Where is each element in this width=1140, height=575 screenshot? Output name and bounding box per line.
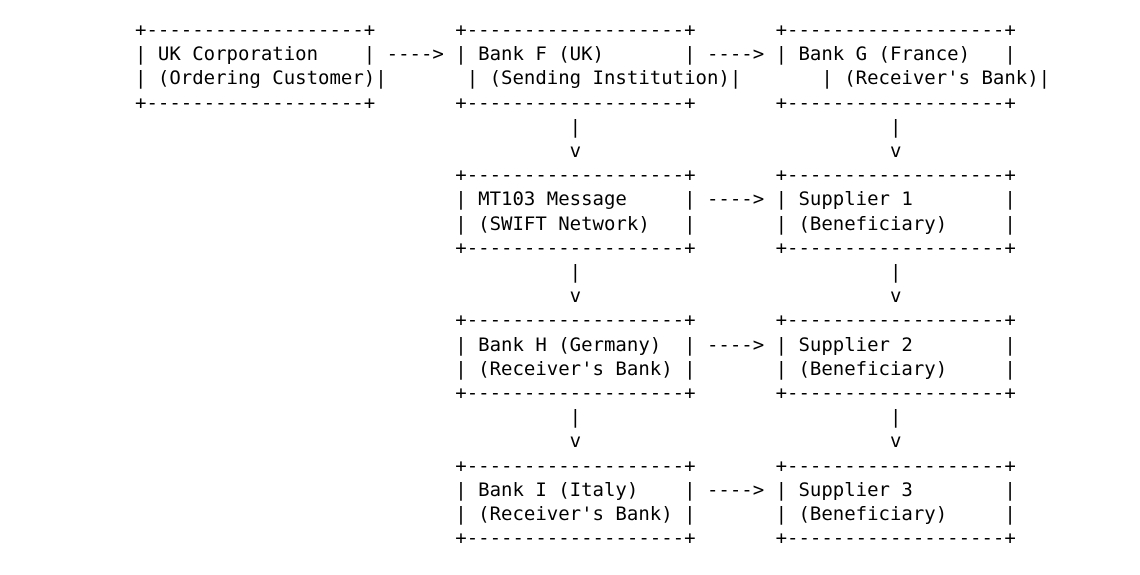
swift-mt103-payment-flow-diagram: +-------------------+ +-----------------… xyxy=(135,19,1051,550)
ascii-diagram-canvas: +-------------------+ +-----------------… xyxy=(135,19,1051,550)
